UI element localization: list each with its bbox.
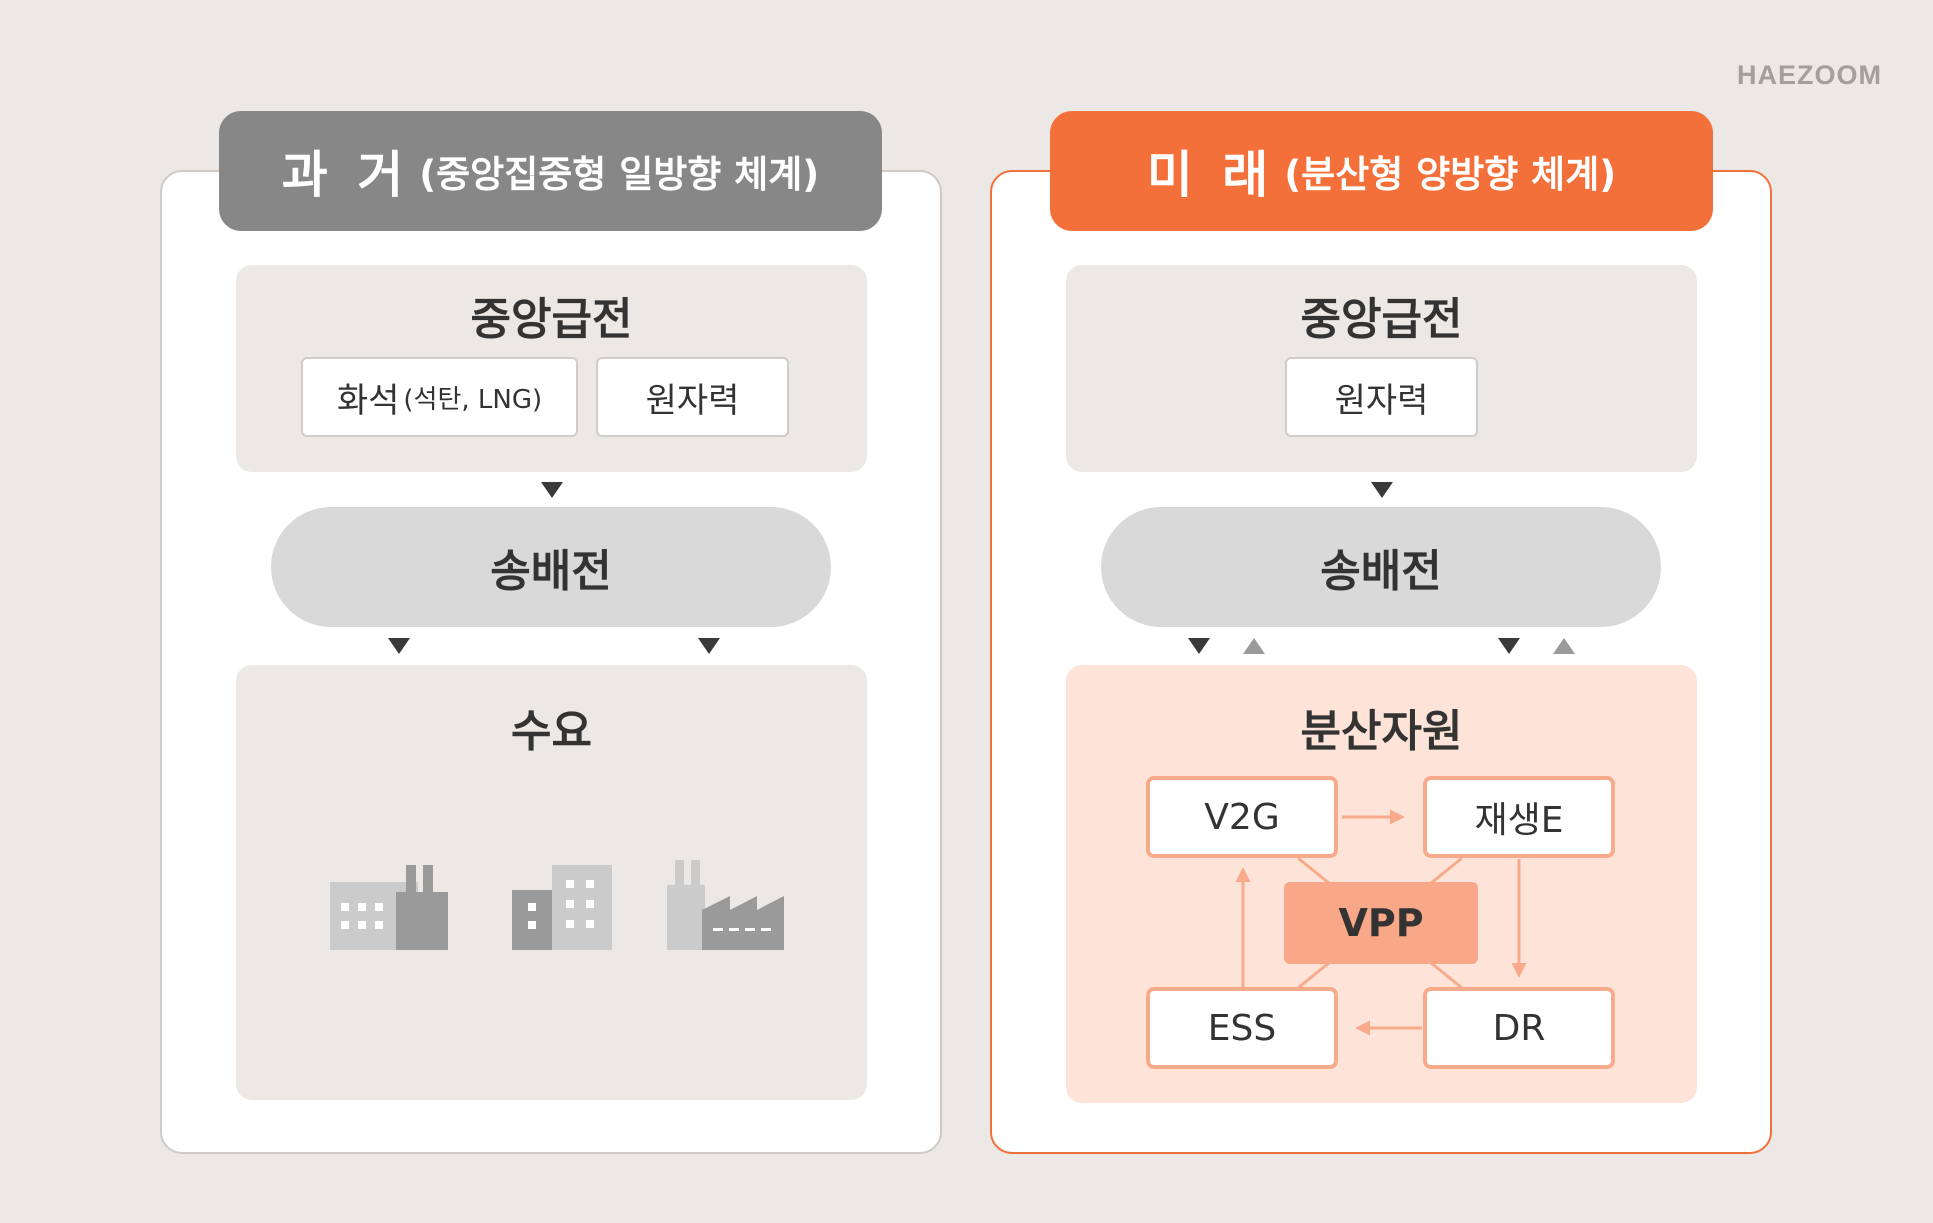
past-transmission: 송배전 bbox=[271, 507, 831, 627]
arrow-up-icon bbox=[1553, 638, 1575, 654]
dr-node: DR bbox=[1423, 987, 1615, 1069]
vpp-node: VPP bbox=[1284, 882, 1478, 964]
arrow-down-icon bbox=[388, 638, 410, 654]
fossil-label: 화석 bbox=[336, 380, 400, 421]
v2g-label: V2G bbox=[1204, 796, 1280, 838]
dr-label: DR bbox=[1492, 1007, 1546, 1049]
arrow-down-icon bbox=[1498, 638, 1520, 654]
distributed-resources-title: 분산자원 bbox=[1300, 706, 1463, 757]
past-demand-title: 수요 bbox=[511, 706, 592, 757]
future-generation-title: 중앙급전 bbox=[1300, 294, 1463, 345]
ess-node: ESS bbox=[1146, 987, 1338, 1069]
brand-logo: HAEZOOM bbox=[1737, 60, 1882, 90]
future-nuclear-chip: 원자력 bbox=[1285, 357, 1478, 437]
arrow-down-icon bbox=[541, 482, 563, 498]
future-header: 미 래 (분산형 양방향 체계) bbox=[1050, 111, 1713, 231]
future-transmission: 송배전 bbox=[1101, 507, 1661, 627]
arrow-up-icon bbox=[1243, 638, 1265, 654]
renewable-label: 재생E bbox=[1474, 800, 1564, 841]
past-demand-box: 수요 bbox=[236, 665, 867, 1100]
past-subtitle: (중앙집중형 일방향 체계) bbox=[419, 153, 820, 196]
future-subtitle: (분산형 양방향 체계) bbox=[1284, 153, 1617, 196]
fossil-chip: 화석 (석탄, LNG) bbox=[301, 357, 578, 437]
fossil-sub-label: (석탄, LNG) bbox=[403, 384, 543, 415]
v2g-node: V2G bbox=[1146, 776, 1338, 858]
renewable-node: 재생E bbox=[1423, 776, 1615, 858]
arrow-down-icon bbox=[1188, 638, 1210, 654]
arrow-down-icon bbox=[698, 638, 720, 654]
nuclear-label: 원자력 bbox=[645, 380, 740, 421]
ess-label: ESS bbox=[1207, 1007, 1277, 1049]
past-transmission-label: 송배전 bbox=[490, 546, 612, 597]
arrow-down-icon bbox=[1371, 482, 1393, 498]
past-generation-title: 중앙급전 bbox=[470, 294, 633, 345]
nuclear-chip: 원자력 bbox=[596, 357, 789, 437]
future-nuclear-label: 원자력 bbox=[1334, 380, 1429, 421]
vpp-label: VPP bbox=[1338, 901, 1424, 945]
future-title: 미 래 bbox=[1146, 146, 1275, 204]
past-header: 과 거 (중앙집중형 일방향 체계) bbox=[219, 111, 882, 231]
past-title: 과 거 bbox=[281, 146, 410, 204]
future-transmission-label: 송배전 bbox=[1320, 546, 1442, 597]
